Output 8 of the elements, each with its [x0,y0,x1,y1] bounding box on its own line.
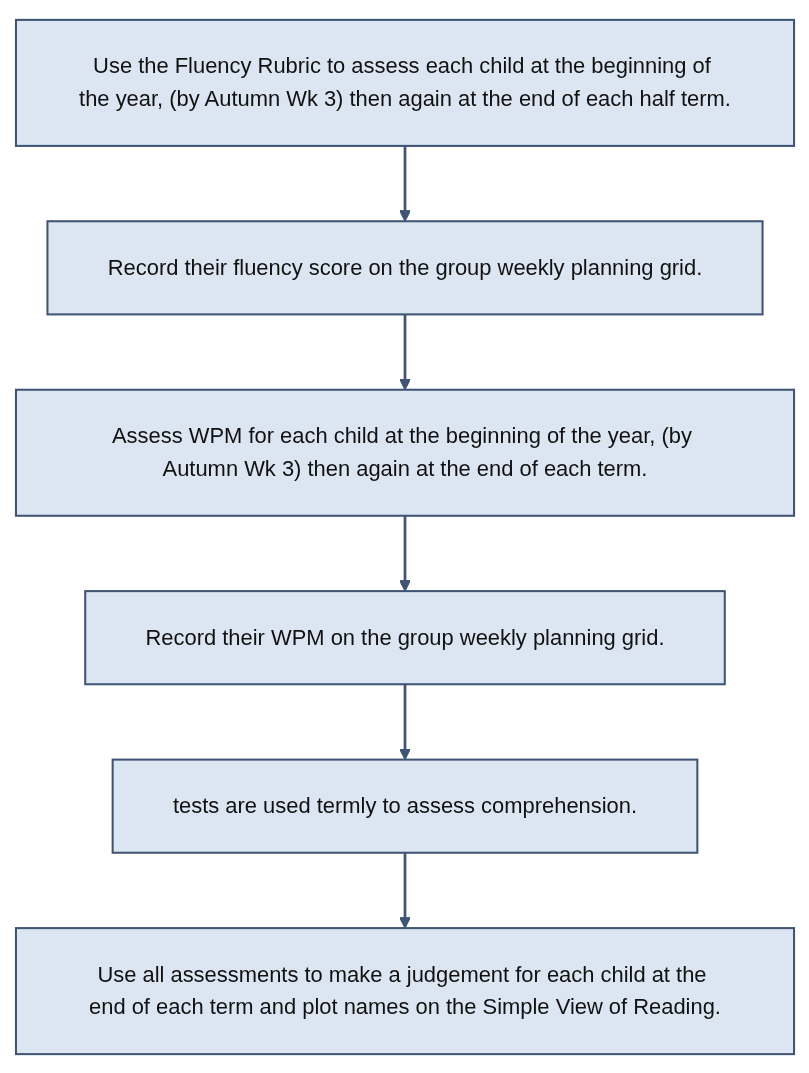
node-box: Record their WPM on the group weekly planning grid. [83,589,726,685]
arrow [398,313,411,390]
node-box: Assess WPM for each child at the beginning of the year, (by Autumn Wk 3) then again at the end of each term. [14,388,795,517]
arrow [398,683,411,760]
node-box: Use all assessments to make a judgement for each child at the end of each term and plot names on the Simple View of Reading. [14,926,795,1055]
node-box: Use the Fluency Rubric to assess each child at the beginning of the year, (by Autumn Wk 3) then again at the end of each half term. [14,18,795,147]
node-box: tests are used termly to assess comprehension. [111,758,698,854]
node-box: Record their fluency score on the group weekly planning grid. [45,219,764,315]
